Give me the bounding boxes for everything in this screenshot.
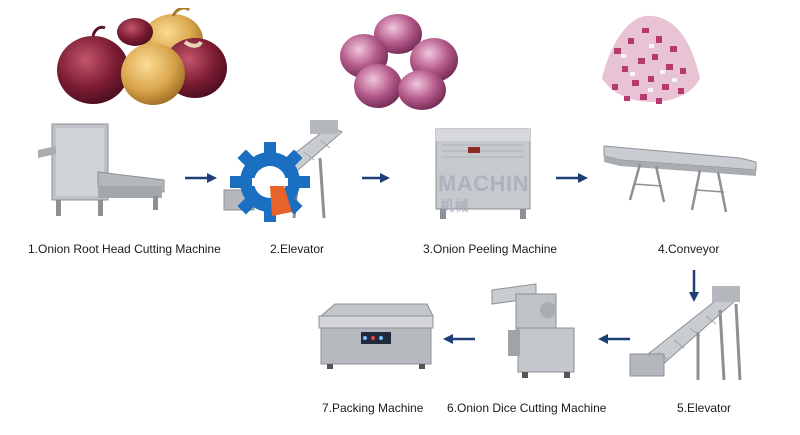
arrow-down-icon <box>689 270 699 302</box>
whole-onions-image <box>57 8 227 105</box>
arrow-left-icon <box>598 334 630 344</box>
step-2-label: 2.Elevator <box>270 242 325 256</box>
elevator-image-bottom <box>629 286 742 381</box>
step-1-label: 1.Onion Root Head Cutting Machine <box>28 242 221 256</box>
step-5-label: 5.Elevator <box>677 401 732 415</box>
watermark-subtext: 机械 <box>440 198 469 214</box>
arrow-right-icon <box>362 173 390 183</box>
elevator-image-top <box>223 120 343 222</box>
peeled-onions-image <box>340 14 458 110</box>
diced-onion-image <box>602 15 700 104</box>
peeling-machine-image <box>435 128 531 219</box>
step-7-label: 7.Packing Machine <box>322 401 424 415</box>
arrow-left-icon <box>443 334 475 344</box>
step-6-label: 6.Onion Dice Cutting Machine <box>447 401 607 415</box>
root-head-cutting-machine-image <box>38 123 165 216</box>
conveyor-image <box>603 145 757 213</box>
step-3-label: 3.Onion Peeling Machine <box>423 242 558 256</box>
packing-machine-image <box>318 303 434 369</box>
step-4-label: 4.Conveyor <box>658 242 720 256</box>
dice-cutting-machine-image <box>491 283 575 378</box>
watermark-text: MACHIN <box>438 171 529 196</box>
arrow-right-icon <box>185 173 217 183</box>
arrow-right-icon <box>556 173 588 183</box>
